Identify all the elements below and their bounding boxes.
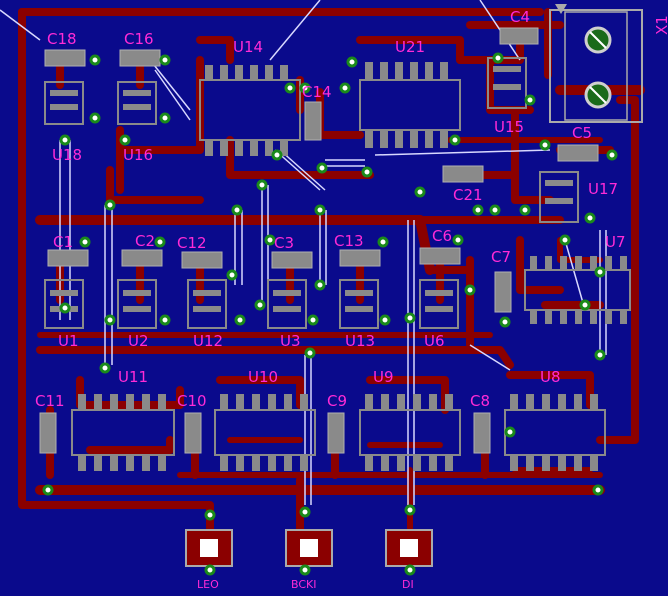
ic-u3-body xyxy=(267,279,307,329)
cap-c11 xyxy=(39,412,57,454)
label-u8: U8 xyxy=(540,368,561,386)
cap-c21 xyxy=(442,165,484,183)
ic-u8-pads xyxy=(510,394,598,471)
label-u21: U21 xyxy=(395,38,425,56)
label-leo: LEO xyxy=(197,578,219,591)
label-u18: U18 xyxy=(52,146,82,164)
label-c14: C14 xyxy=(302,83,332,101)
cap-c1 xyxy=(47,249,89,267)
label-c11: C11 xyxy=(35,392,65,410)
label-u2: U2 xyxy=(128,332,149,350)
ic-u10-body xyxy=(214,409,316,456)
cap-c18 xyxy=(44,49,86,67)
label-c1: C1 xyxy=(53,233,73,251)
label-u9: U9 xyxy=(373,368,394,386)
vias xyxy=(42,52,618,576)
cap-c3 xyxy=(271,251,313,269)
label-c9: C9 xyxy=(327,392,347,410)
ic-u14-pads xyxy=(205,65,288,156)
cap-c8 xyxy=(473,412,491,454)
label-c16: C16 xyxy=(124,30,154,48)
ic-u13-body xyxy=(339,279,379,329)
label-u16: U16 xyxy=(123,146,153,164)
cap-c9 xyxy=(327,412,345,454)
cap-c4 xyxy=(499,27,539,45)
ic-u17-body xyxy=(539,171,579,223)
label-c13: C13 xyxy=(334,232,364,250)
connector-x1 xyxy=(549,4,643,123)
label-bcki: BCKI xyxy=(291,578,317,591)
label-u15: U15 xyxy=(494,118,524,136)
label-c4: C4 xyxy=(510,8,530,26)
label-x1: X1 xyxy=(653,15,668,35)
ic-u21-pads xyxy=(365,62,448,148)
cap-c6 xyxy=(419,247,461,265)
cap-c14 xyxy=(304,101,322,141)
label-c6: C6 xyxy=(432,227,452,245)
ic-u12-body xyxy=(187,279,227,329)
cap-c10 xyxy=(184,412,202,454)
label-c5: C5 xyxy=(572,124,592,142)
cap-c5 xyxy=(557,144,599,162)
small-ic-pads xyxy=(50,66,573,312)
label-u6: U6 xyxy=(424,332,445,350)
ic-u9-pads xyxy=(365,394,453,471)
label-c2: C2 xyxy=(135,232,155,250)
label-u14: U14 xyxy=(233,38,263,56)
cap-c2 xyxy=(121,249,163,267)
ic-u10-pads xyxy=(220,394,308,471)
label-c10: C10 xyxy=(177,392,207,410)
ic-u16-body xyxy=(117,81,157,125)
label-u13: U13 xyxy=(345,332,375,350)
label-di: DI xyxy=(402,578,414,591)
label-c7: C7 xyxy=(491,248,511,266)
ic-u2-body xyxy=(117,279,157,329)
ic-u9-body xyxy=(359,409,461,456)
label-c3: C3 xyxy=(274,234,294,252)
label-c12: C12 xyxy=(177,234,207,252)
ic-u6-body xyxy=(419,279,459,329)
label-c18: C18 xyxy=(47,30,77,48)
label-u10: U10 xyxy=(248,368,278,386)
label-c8: C8 xyxy=(470,392,490,410)
pad-bcki xyxy=(285,529,333,567)
ic-u7-pads xyxy=(530,256,627,324)
ic-footprints xyxy=(71,62,631,471)
ic-u18-body xyxy=(44,81,84,125)
capacitor-footprints xyxy=(39,27,599,454)
io-pads xyxy=(185,529,433,567)
label-u12: U12 xyxy=(193,332,223,350)
label-u7: U7 xyxy=(605,233,626,251)
label-u17: U17 xyxy=(588,180,618,198)
silkscreen-labels: C18 C16 U14 U21 C4 X1 U18 U16 C14 U15 C5… xyxy=(35,8,668,591)
label-u3: U3 xyxy=(280,332,301,350)
ic-u11-pads xyxy=(78,394,166,471)
small-ic-footprints xyxy=(44,57,579,329)
cap-c7 xyxy=(494,271,512,313)
ic-u1-body xyxy=(44,279,84,329)
label-u11: U11 xyxy=(118,368,148,386)
label-c21: C21 xyxy=(453,186,483,204)
signal-traces xyxy=(0,0,607,505)
ic-u11-body xyxy=(71,409,175,456)
cap-c16 xyxy=(119,49,161,67)
cap-c12 xyxy=(181,251,223,269)
ic-u15-body xyxy=(487,57,527,109)
cap-c13 xyxy=(339,249,381,267)
label-u1: U1 xyxy=(58,332,79,350)
